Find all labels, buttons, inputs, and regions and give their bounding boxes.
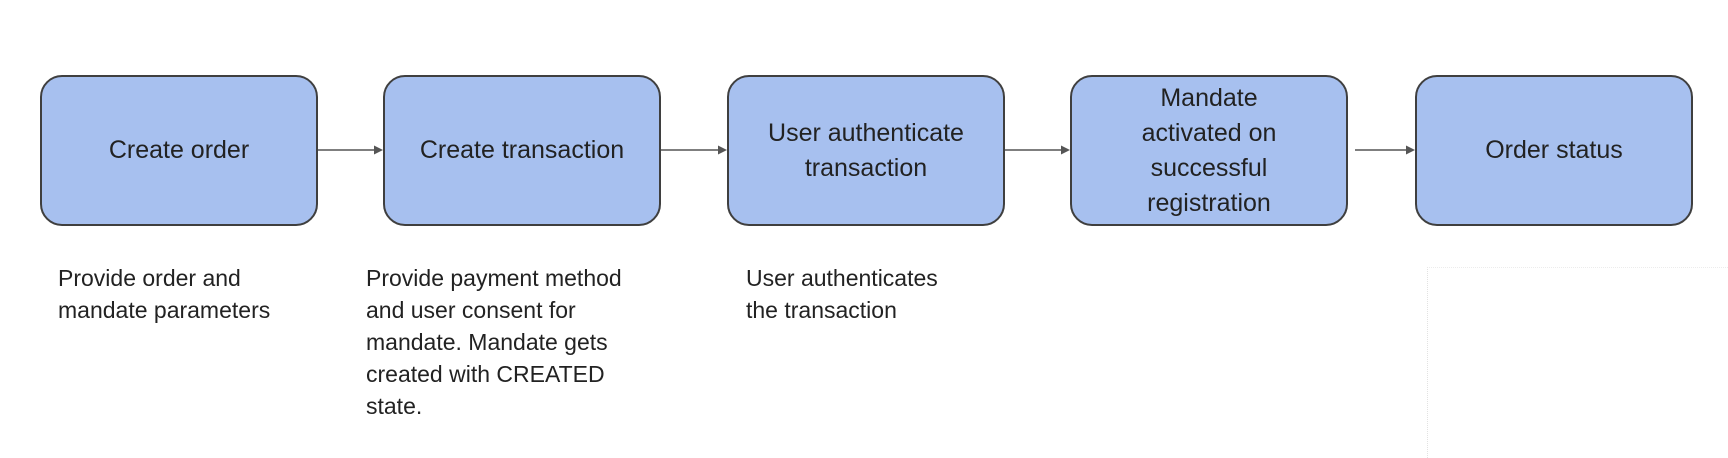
step-create-order: Create order	[40, 75, 318, 226]
step-user-authenticate: User authenticate transaction	[727, 75, 1005, 226]
step-label: Mandate activated on successful registra…	[1141, 83, 1277, 217]
step-label: Order status	[1485, 136, 1623, 164]
arrow-connector	[1005, 140, 1070, 160]
arrow-right-icon	[318, 145, 383, 155]
step-description-create-transaction: Provide payment method and user consent …	[366, 265, 622, 419]
step-label: Create order	[108, 136, 250, 164]
step-label: User authenticate transaction	[768, 118, 964, 182]
arrow-connector	[1355, 140, 1415, 160]
step-create-transaction: Create transaction	[383, 75, 661, 226]
step-description-user-authenticate: User authenticates the transaction	[746, 265, 938, 323]
arrow-right-icon	[1005, 145, 1070, 155]
faint-border-artifact	[1427, 267, 1728, 458]
arrow-connector	[318, 140, 383, 160]
arrow-right-icon	[661, 145, 727, 155]
step-order-status: Order status	[1415, 75, 1693, 226]
arrow-connector	[661, 140, 727, 160]
step-description-create-order: Provide order and mandate parameters	[58, 265, 271, 323]
step-mandate-activated: Mandate activated on successful registra…	[1070, 75, 1348, 226]
step-label: Create transaction	[419, 136, 625, 164]
arrow-right-icon	[1355, 145, 1415, 155]
